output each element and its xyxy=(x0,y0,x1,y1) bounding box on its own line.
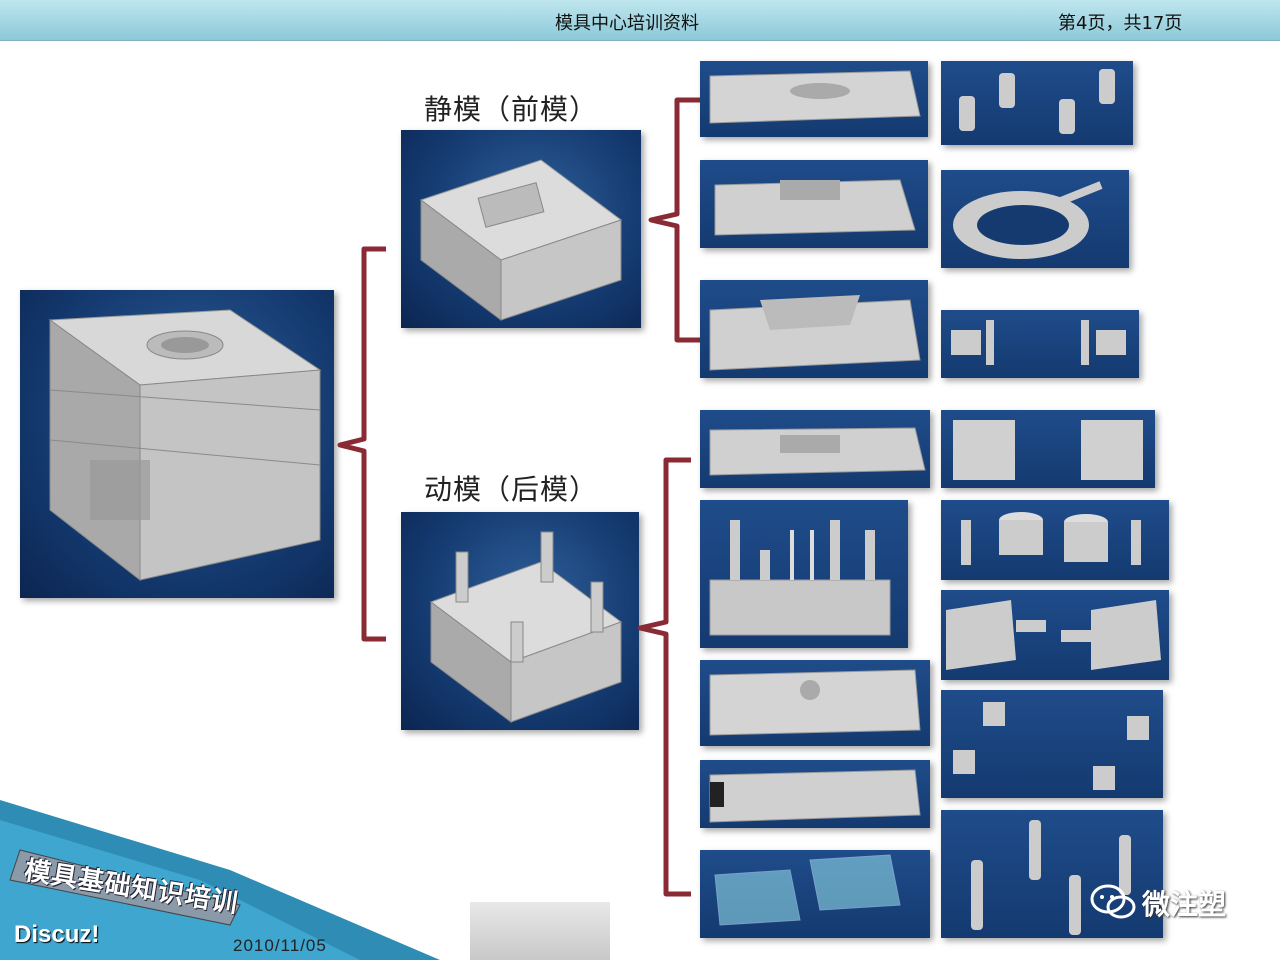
watermark-text: 微注塑 xyxy=(1142,888,1227,921)
component-ejector-assembly xyxy=(700,500,908,648)
moving-mold-label: 动模（后模） xyxy=(424,473,599,506)
moving-mold-image xyxy=(401,512,639,730)
component-core-insert xyxy=(700,760,930,828)
component-slides-2 xyxy=(941,590,1169,680)
slide-date: 2010/11/05 xyxy=(233,936,327,955)
training-banner xyxy=(0,800,440,960)
main-brace xyxy=(337,246,386,642)
component-bushings-1 xyxy=(941,61,1133,145)
document-title: 模具中心培训资料 xyxy=(555,13,699,34)
component-core-blocks xyxy=(941,410,1155,488)
moving-mold-brace xyxy=(637,457,691,897)
component-pillars xyxy=(941,500,1169,580)
fixed-mold-brace xyxy=(648,97,700,343)
component-plate-1 xyxy=(700,61,928,137)
mold-assembly-image xyxy=(20,290,334,598)
component-plate-2 xyxy=(700,160,928,248)
wechat-icon xyxy=(1090,884,1136,919)
component-plate-4 xyxy=(700,660,930,746)
footer-block xyxy=(470,902,610,960)
component-plate-3 xyxy=(700,410,930,488)
component-slides-1 xyxy=(941,310,1139,378)
fixed-mold-label: 静模（前模） xyxy=(424,93,599,126)
page-counter: 第4页，共17页 xyxy=(1058,13,1183,34)
component-ring xyxy=(941,170,1129,268)
component-transparent-blocks xyxy=(700,850,930,938)
component-bushings-2 xyxy=(941,690,1163,798)
fixed-mold-image xyxy=(401,130,641,328)
header-bar: 模具中心培训资料 第4页，共17页 xyxy=(0,0,1280,41)
discuz-logo: Discuz! xyxy=(14,921,100,948)
component-cavity-insert xyxy=(700,280,928,378)
